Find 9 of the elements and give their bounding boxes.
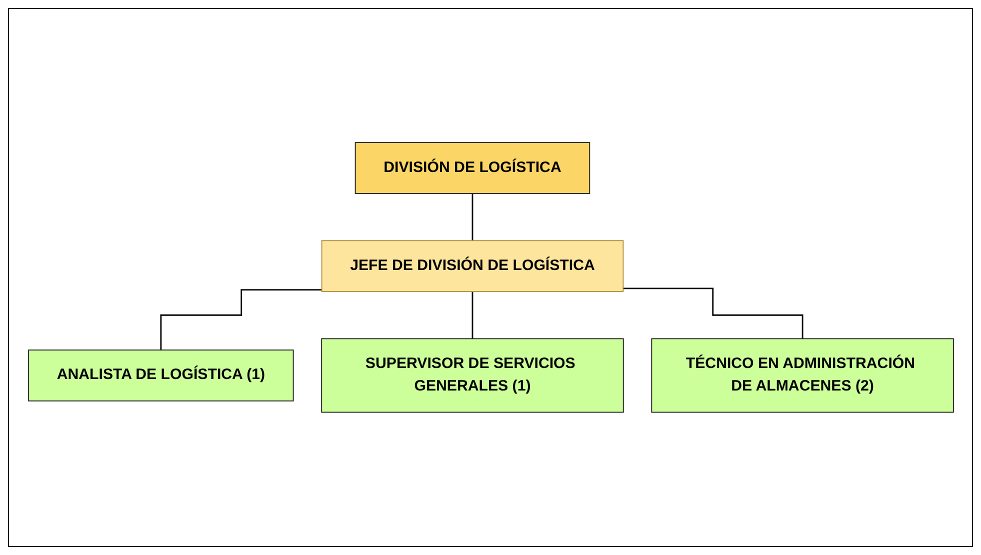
node-box: DIVISIÓN DE LOGÍSTICA [354,142,590,194]
node-box: TÉCNICO EN ADMINISTRACIÓN DE ALMACENES (2) [650,338,954,413]
connector [622,288,803,340]
connector [471,290,473,340]
connector [160,289,322,351]
node-box: JEFE DE DIVISIÓN DE LOGÍSTICA [320,240,624,292]
node-box: SUPERVISOR DE SERVICIOS GENERALES (1) [320,338,624,413]
connector [471,192,473,242]
node-box: ANALISTA DE LOGÍSTICA (1) [28,350,294,402]
